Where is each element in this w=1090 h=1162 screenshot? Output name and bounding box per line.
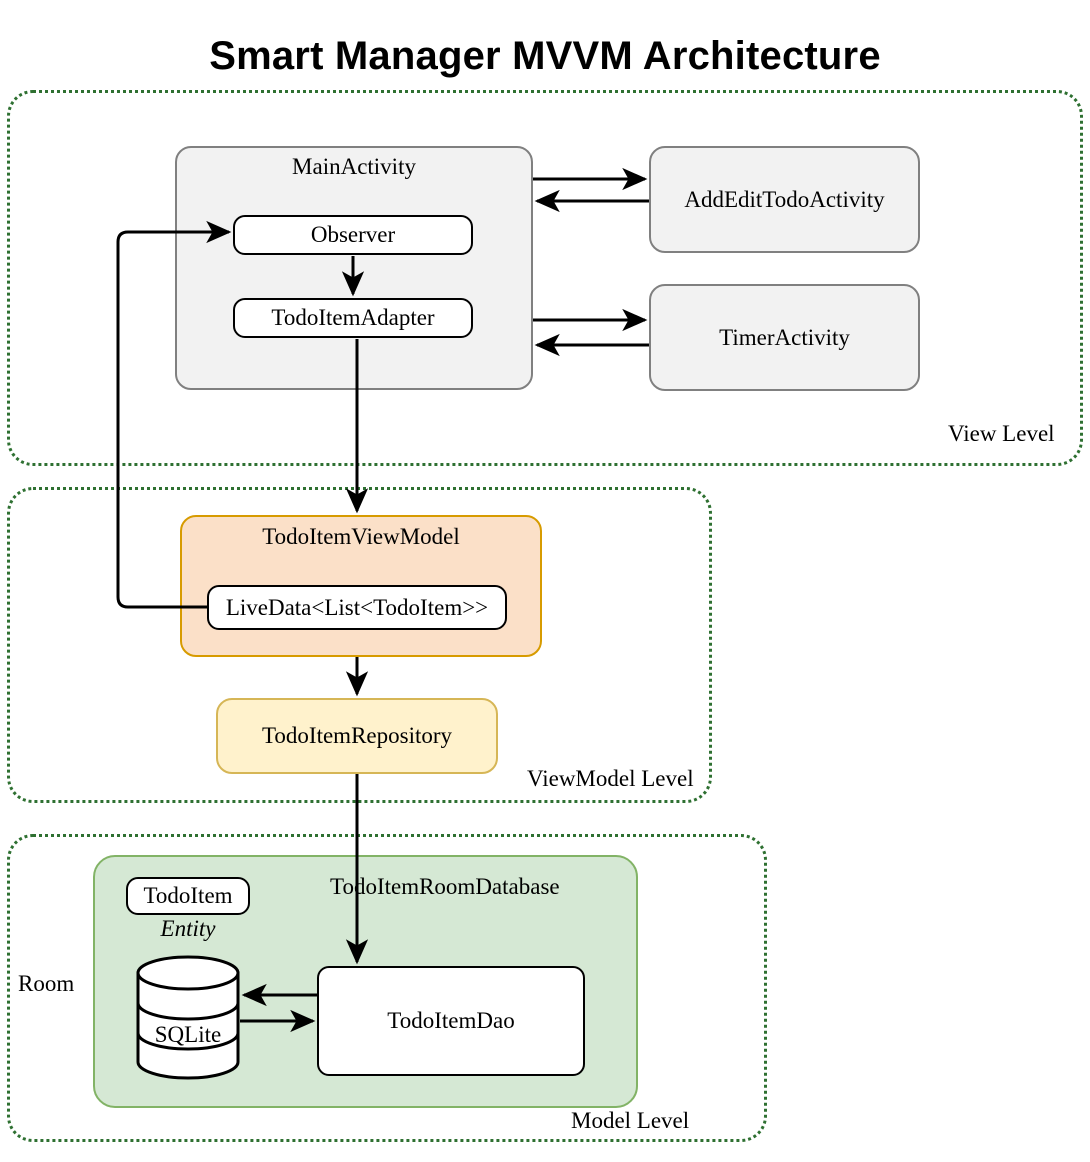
model-level-label: Model Level	[571, 1108, 690, 1133]
main-activity-title: MainActivity	[292, 154, 416, 179]
todo-item-repository-box[interactable]: TodoItemRepository	[216, 698, 498, 774]
observer-box[interactable]: Observer	[233, 215, 473, 255]
todo-item-entity-box[interactable]: TodoItem	[126, 877, 250, 915]
page-title: Smart Manager MVVM Architecture	[209, 34, 881, 78]
room-label: Room	[18, 971, 75, 996]
timer-activity-box[interactable]: TimerActivity	[649, 284, 920, 391]
todo-item-adapter-box[interactable]: TodoItemAdapter	[233, 298, 473, 338]
add-edit-todo-activity-label: AddEditTodoActivity	[684, 186, 885, 212]
todo-item-repository-label: TodoItemRepository	[261, 723, 453, 748]
todo-item-room-database-title: TodoItemRoomDatabase	[330, 874, 560, 899]
view-level-container	[7, 90, 1083, 466]
sqlite-label: SQLite	[154, 1022, 222, 1047]
sqlite-cylinder-icon[interactable]	[136, 955, 240, 1080]
view-level-label: View Level	[948, 421, 1055, 446]
timer-activity-label: TimerActivity	[719, 324, 850, 350]
entity-stereotype-label: Entity	[160, 916, 216, 941]
model-level-container	[7, 834, 767, 1142]
live-data-label: LiveData<List<TodoItem>>	[225, 594, 489, 620]
viewmodel-level-label: ViewModel Level	[527, 766, 694, 791]
live-data-box[interactable]: LiveData<List<TodoItem>>	[207, 585, 507, 630]
todo-item-dao-box[interactable]: TodoItemDao	[317, 966, 585, 1076]
main-activity-box[interactable]	[175, 146, 533, 390]
todo-item-view-model-title: TodoItemViewModel	[262, 524, 460, 549]
todo-item-entity-label: TodoItem	[143, 883, 233, 908]
todo-item-dao-label: TodoItemDao	[387, 1008, 515, 1033]
todo-item-adapter-label: TodoItemAdapter	[271, 305, 435, 330]
observer-label: Observer	[310, 222, 396, 247]
add-edit-todo-activity-box[interactable]: AddEditTodoActivity	[649, 146, 920, 253]
